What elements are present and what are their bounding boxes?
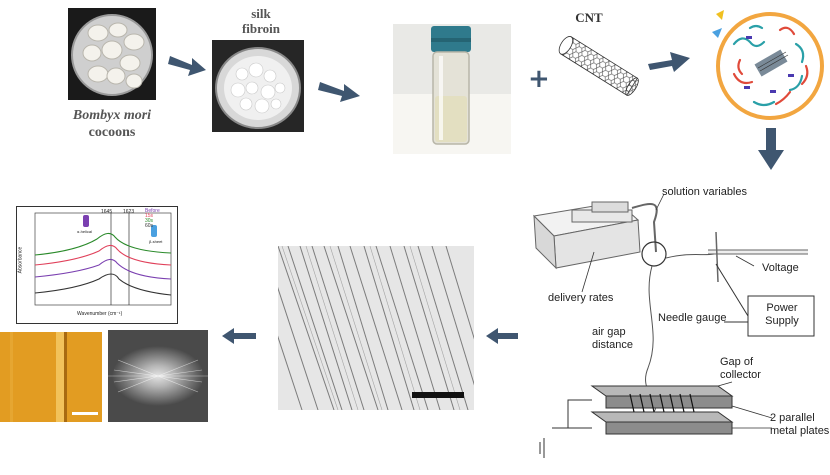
- power-supply-line2: Supply: [765, 315, 799, 327]
- ftir-sheet-label: β-sheet: [149, 239, 163, 244]
- label-power-supply: Power Supply: [752, 302, 812, 328]
- silk-label-line1: silk: [251, 6, 271, 21]
- cocoons-caption: Bombyx mori cocoons: [60, 107, 164, 141]
- ftir-peak-1623: 1623: [123, 209, 135, 215]
- plates-line2: metal plates: [770, 425, 830, 437]
- arrow-setup-to-fibers: [486, 326, 518, 346]
- ftir-legend: Before 15s 30s 60s: [145, 209, 160, 229]
- electrospinning-setup-diagram: [522, 172, 830, 470]
- label-air-gap: air gap distance: [592, 326, 633, 352]
- plates-line1: 2 parallel: [770, 412, 815, 424]
- ftir-legend-item: 15s: [145, 213, 154, 219]
- cocoons-caption-text: cocoons: [88, 125, 136, 140]
- arrow-to-electrospinning: [758, 128, 784, 170]
- composite-schematic: [710, 4, 828, 127]
- arrow-cocoons-to-fibroin: [168, 52, 208, 80]
- afm-image: [0, 332, 102, 422]
- label-voltage: Voltage: [762, 262, 799, 274]
- cnt-label: CNT: [575, 10, 603, 25]
- cocoons-caption-species: Bombyx mori: [72, 108, 152, 123]
- gap-collector-line2: collector: [720, 369, 761, 381]
- ftir-chart: 1645 1623 Before 15s 30s 60s α-helical β…: [16, 206, 178, 324]
- arrow-fibers-to-characterization: [222, 326, 256, 346]
- ftir-peak-1645: 1645: [101, 209, 113, 215]
- ftir-xlabel: Wavenumber (cm⁻¹): [77, 311, 123, 317]
- label-gap-of-collector: Gap of collector: [720, 356, 761, 382]
- label-delivery-rates: delivery rates: [548, 292, 614, 304]
- label-parallel-plates: 2 parallel metal plates: [770, 412, 829, 438]
- silk-fibroin-label: silk fibroin: [226, 6, 296, 36]
- cocoons-photo: [68, 8, 156, 100]
- ftir-legend-item: Before: [145, 208, 160, 214]
- aligned-fibers-micrograph: [278, 246, 474, 410]
- plus-sign: +: [528, 64, 550, 94]
- ftir-helix-label: α-helical: [77, 229, 92, 234]
- silk-fibroin-photo: [212, 40, 304, 132]
- silk-label-line2: fibroin: [241, 21, 281, 36]
- label-needle-gauge: Needle gauge: [658, 312, 727, 324]
- fft-pattern-image: [108, 330, 208, 422]
- solution-vial-photo: [393, 24, 511, 154]
- carbon-nanotube-icon: [556, 30, 642, 107]
- gap-collector-line1: Gap of: [720, 356, 754, 368]
- power-supply-line1: Power: [766, 302, 798, 314]
- label-solution-variables: solution variables: [662, 186, 747, 198]
- air-gap-line2: distance: [592, 339, 633, 351]
- arrow-fibroin-to-solution: [318, 78, 362, 106]
- ftir-ylabel: Absorbance: [17, 246, 24, 274]
- arrow-to-composite: [648, 48, 692, 76]
- ftir-legend-item: 60s: [145, 223, 154, 229]
- ftir-legend-item: 30s: [145, 218, 154, 224]
- air-gap-line1: air gap: [592, 326, 626, 338]
